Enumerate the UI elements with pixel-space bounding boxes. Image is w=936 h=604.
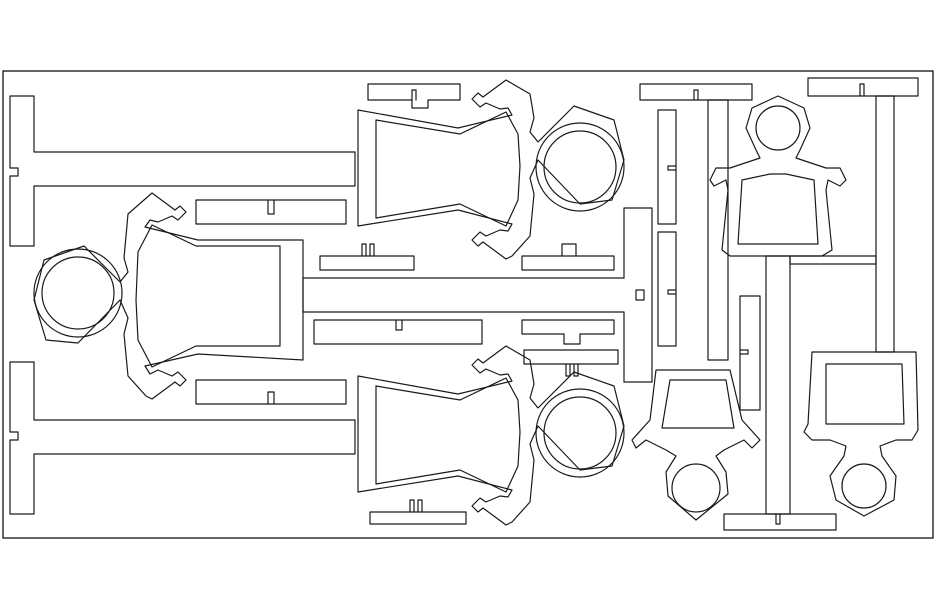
i-beam-stand-right-2 xyxy=(875,95,895,353)
i-beam-stand-top-left xyxy=(9,95,356,247)
slotted-tab-1 xyxy=(195,199,347,225)
doll-figure-head-left xyxy=(33,192,304,400)
slotted-tab-2 xyxy=(195,379,347,405)
slotted-tab-13 xyxy=(739,295,761,411)
slotted-tab-14 xyxy=(807,77,919,97)
slotted-tab-8 xyxy=(521,319,615,345)
slotted-tab-4 xyxy=(313,319,483,345)
slotted-tab-10 xyxy=(639,83,753,101)
doll-figure-head-down-small xyxy=(631,369,761,521)
i-beam-stand-right-4 xyxy=(765,255,791,515)
doll-figure-head-right-top xyxy=(357,79,625,260)
parts-group xyxy=(9,77,919,531)
slotted-tab-12 xyxy=(657,231,677,347)
slotted-tab-9 xyxy=(523,349,619,377)
sheet-border xyxy=(2,70,934,539)
i-beam-stand-right-3 xyxy=(723,513,837,531)
slotted-tab-11 xyxy=(657,109,677,225)
slotted-tab-3 xyxy=(319,243,415,271)
right-beam-link xyxy=(789,255,877,265)
slotted-tab-7 xyxy=(521,243,615,271)
i-beam-stand-bottom-left xyxy=(9,361,356,515)
center-crossbar-slot xyxy=(635,289,645,301)
i-beam-stand-right-1 xyxy=(707,99,729,361)
center-crossbar xyxy=(302,207,653,383)
slotted-tab-6 xyxy=(369,499,467,525)
doll-figure-head-down-large xyxy=(803,351,919,517)
slotted-tab-5 xyxy=(367,83,461,109)
doll-figure-head-up xyxy=(709,95,847,257)
doll-figure-head-right-bottom xyxy=(357,345,625,526)
